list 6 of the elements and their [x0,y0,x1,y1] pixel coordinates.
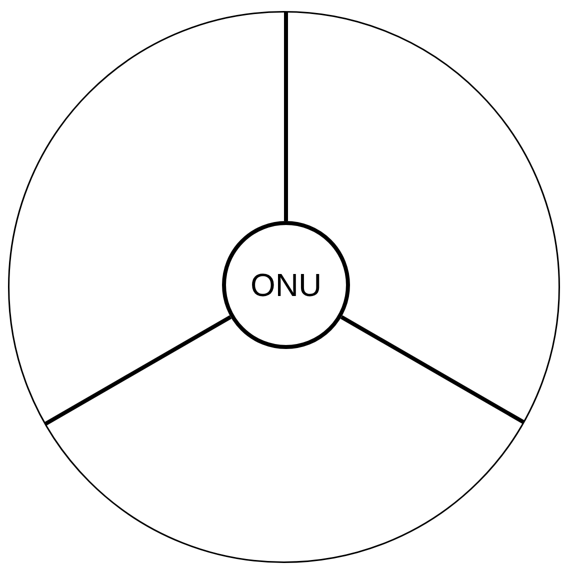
circle-node [222,221,350,349]
circle-outline [8,11,560,563]
connector-line [44,315,232,426]
node-label: ONU [250,266,322,304]
connector-line [284,12,288,221]
connector-line [340,315,524,424]
